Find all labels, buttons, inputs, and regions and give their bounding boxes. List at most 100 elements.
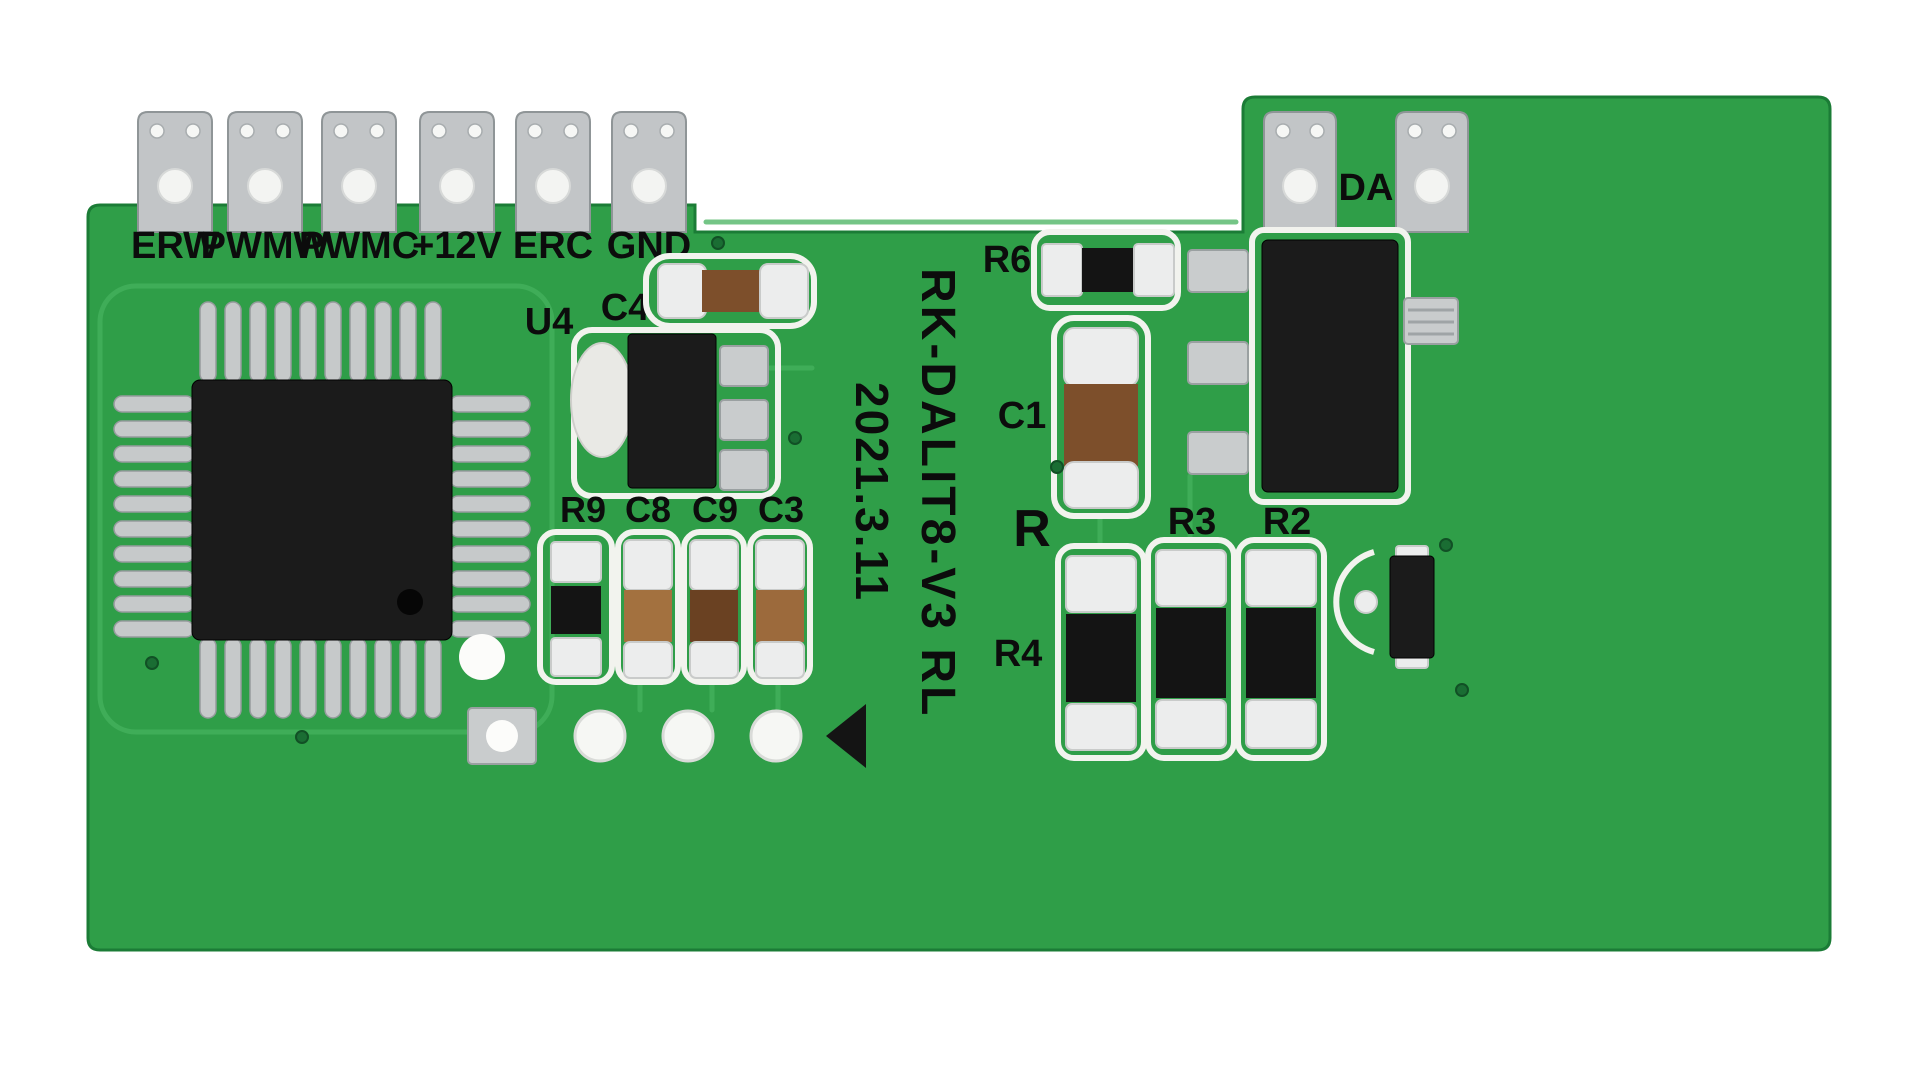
tab-hole xyxy=(1407,123,1423,139)
qfp-pin xyxy=(113,520,195,538)
transistor-pad xyxy=(1354,590,1378,614)
qfp-pin xyxy=(113,445,195,463)
qfp-pin xyxy=(113,620,195,638)
label-r6: R6 xyxy=(983,239,1032,281)
qfp-pin xyxy=(113,420,195,438)
pad-hole xyxy=(661,709,715,763)
r3-body xyxy=(1156,608,1226,698)
label-r2: R2 xyxy=(1263,501,1312,543)
qfp-pin xyxy=(449,470,531,488)
qfp-pin xyxy=(424,637,442,719)
r6-pad xyxy=(1133,243,1175,297)
u4-pad xyxy=(719,399,769,441)
qfp-pin xyxy=(449,545,531,563)
date-vertical-text: 2021.3.11 xyxy=(846,382,898,602)
r6-body xyxy=(1082,248,1134,292)
ic-tab-ridges xyxy=(1408,308,1454,336)
bottom-pads xyxy=(467,704,866,768)
c9-cap xyxy=(689,641,739,679)
qfp-pin xyxy=(113,395,195,413)
r2-pad xyxy=(1245,549,1317,607)
mounting-hole xyxy=(157,168,193,204)
label-c1: C1 xyxy=(998,395,1047,437)
c8-silkscreen xyxy=(615,529,681,685)
tab-hole xyxy=(369,123,385,139)
qfp-pin xyxy=(113,470,195,488)
c8-cap xyxy=(623,641,673,679)
u4-pad xyxy=(570,342,634,458)
mounting-hole xyxy=(439,168,475,204)
qfp-chip xyxy=(113,301,531,719)
c4-silkscreen xyxy=(643,253,817,329)
tab-hole xyxy=(185,123,201,139)
connector-label-pwmw: PWMW xyxy=(201,225,330,267)
c3-body xyxy=(756,590,804,642)
connector-label-gnd: GND xyxy=(607,225,691,267)
r3-silkscreen xyxy=(1145,537,1237,761)
tab-hole xyxy=(467,123,483,139)
qfp-pin xyxy=(424,301,442,383)
c9-silkscreen xyxy=(681,529,747,685)
tab-hole xyxy=(1441,123,1457,139)
c1-cap xyxy=(1063,461,1139,509)
tab-hole xyxy=(275,123,291,139)
r4-pad xyxy=(1065,555,1137,613)
r6-pad xyxy=(1041,243,1083,297)
qfp-pin xyxy=(249,637,267,719)
tab-hole xyxy=(149,123,165,139)
qfp-pin xyxy=(349,301,367,383)
small-transistor xyxy=(1333,545,1435,669)
copper-traces xyxy=(97,219,1239,735)
qfp-pin1-dot xyxy=(397,589,423,615)
qfp-pin xyxy=(449,495,531,513)
r4-body xyxy=(1066,614,1136,702)
qfp-pin xyxy=(249,301,267,383)
qfp-pin xyxy=(113,595,195,613)
label-u4: U4 xyxy=(525,301,574,343)
qfp-pin xyxy=(449,570,531,588)
via xyxy=(145,656,159,670)
left-connector-tabs xyxy=(137,111,687,233)
c4-body xyxy=(702,270,764,312)
r3-pad xyxy=(1155,699,1227,749)
qfp-pin xyxy=(324,301,342,383)
tab-hole xyxy=(659,123,675,139)
label-c3: C3 xyxy=(758,489,804,530)
tab-hole xyxy=(431,123,447,139)
qfp-pin xyxy=(449,595,531,613)
c3-cap xyxy=(755,539,805,591)
via xyxy=(1439,538,1453,552)
connector-label-erw: ERW xyxy=(131,225,219,267)
qfp-pin xyxy=(199,301,217,383)
ic-pad xyxy=(1187,341,1249,385)
qfp-pin xyxy=(349,637,367,719)
c1-cap xyxy=(1063,327,1139,387)
model-vertical-text: RK-DALIT8-V3 RL xyxy=(911,268,964,718)
via xyxy=(711,236,725,250)
qfp-pin xyxy=(449,620,531,638)
qfp-pin xyxy=(399,301,417,383)
vias xyxy=(145,236,1469,744)
label-c8: C8 xyxy=(625,489,671,530)
qfp-pin xyxy=(113,495,195,513)
u4-component: U4 xyxy=(525,301,781,499)
connector-label-erc: ERC xyxy=(513,225,593,267)
qfp-pin xyxy=(224,637,242,719)
pad-hole xyxy=(749,709,803,763)
mounting-hole xyxy=(247,168,283,204)
tab-hole xyxy=(1275,123,1291,139)
via xyxy=(1050,460,1064,474)
r2-silkscreen xyxy=(1235,537,1327,761)
c3-cap xyxy=(755,641,805,679)
pad-hole xyxy=(573,709,627,763)
c1-body xyxy=(1064,384,1138,466)
connector-label-12v: +12V xyxy=(412,225,502,267)
qfp-pin xyxy=(274,637,292,719)
c8-cap xyxy=(623,539,673,591)
label-c4: C4 xyxy=(601,287,650,329)
qfp-pin xyxy=(299,301,317,383)
via xyxy=(788,431,802,445)
r4-silkscreen xyxy=(1055,543,1147,761)
tab-hole xyxy=(239,123,255,139)
